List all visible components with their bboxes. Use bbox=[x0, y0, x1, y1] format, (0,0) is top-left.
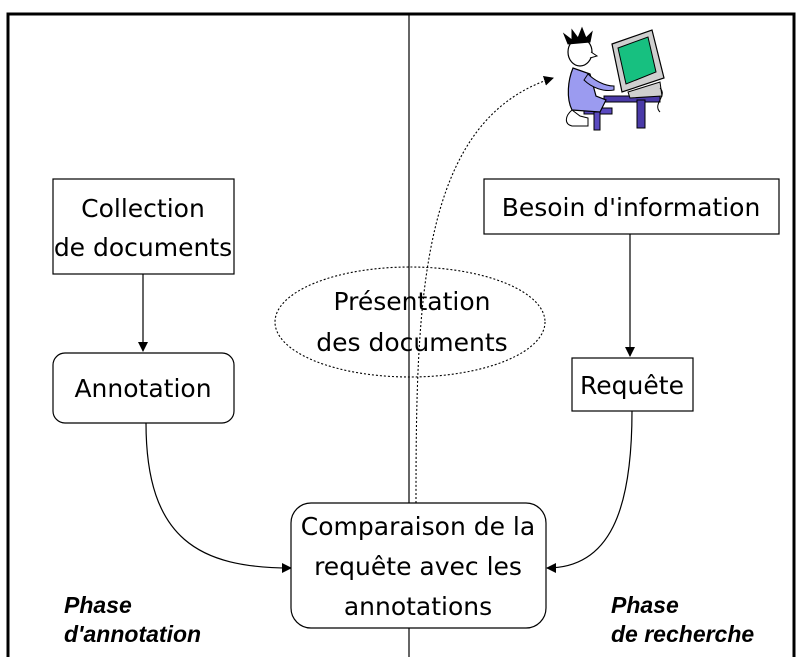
presentation-line2: des documents bbox=[316, 328, 507, 357]
annotation-label: Annotation bbox=[74, 374, 211, 403]
collection-line1: Collection bbox=[81, 194, 205, 223]
comparaison-line3: annotations bbox=[344, 592, 492, 621]
user-at-computer-icon bbox=[562, 26, 665, 131]
besoin-label: Besoin d'information bbox=[502, 193, 761, 222]
phase-annotation-line1: Phase bbox=[64, 592, 132, 618]
collection-box: Collection de documents bbox=[52, 178, 235, 275]
phase-recherche-line2: de recherche bbox=[611, 621, 754, 647]
comparaison-line2: requête avec les bbox=[314, 552, 522, 581]
annotation-box: Annotation bbox=[52, 352, 235, 424]
phase-annotation-line2: d'annotation bbox=[64, 621, 201, 647]
presentation-ellipse: Présentation des documents bbox=[274, 266, 546, 378]
arrow-comparaison-to-user bbox=[415, 75, 554, 504]
requete-label: Requête bbox=[580, 371, 684, 400]
phase-recherche-line1: Phase bbox=[611, 592, 679, 618]
phase-recherche-label: Phase de recherche bbox=[611, 592, 754, 647]
besoin-box: Besoin d'information bbox=[483, 178, 780, 235]
arrow-annotation-to-comparaison bbox=[145, 422, 292, 573]
requete-box: Requête bbox=[571, 357, 694, 412]
collection-line2: de documents bbox=[54, 233, 232, 262]
comparaison-line1: Comparaison de la bbox=[301, 512, 535, 541]
presentation-line1: Présentation bbox=[333, 287, 490, 316]
diagram-frame bbox=[6, 12, 796, 657]
comparaison-box: Comparaison de la requête avec les annot… bbox=[290, 502, 547, 629]
phase-annotation-label: Phase d'annotation bbox=[64, 592, 201, 647]
arrow-requete-to-comparaison bbox=[546, 410, 633, 573]
